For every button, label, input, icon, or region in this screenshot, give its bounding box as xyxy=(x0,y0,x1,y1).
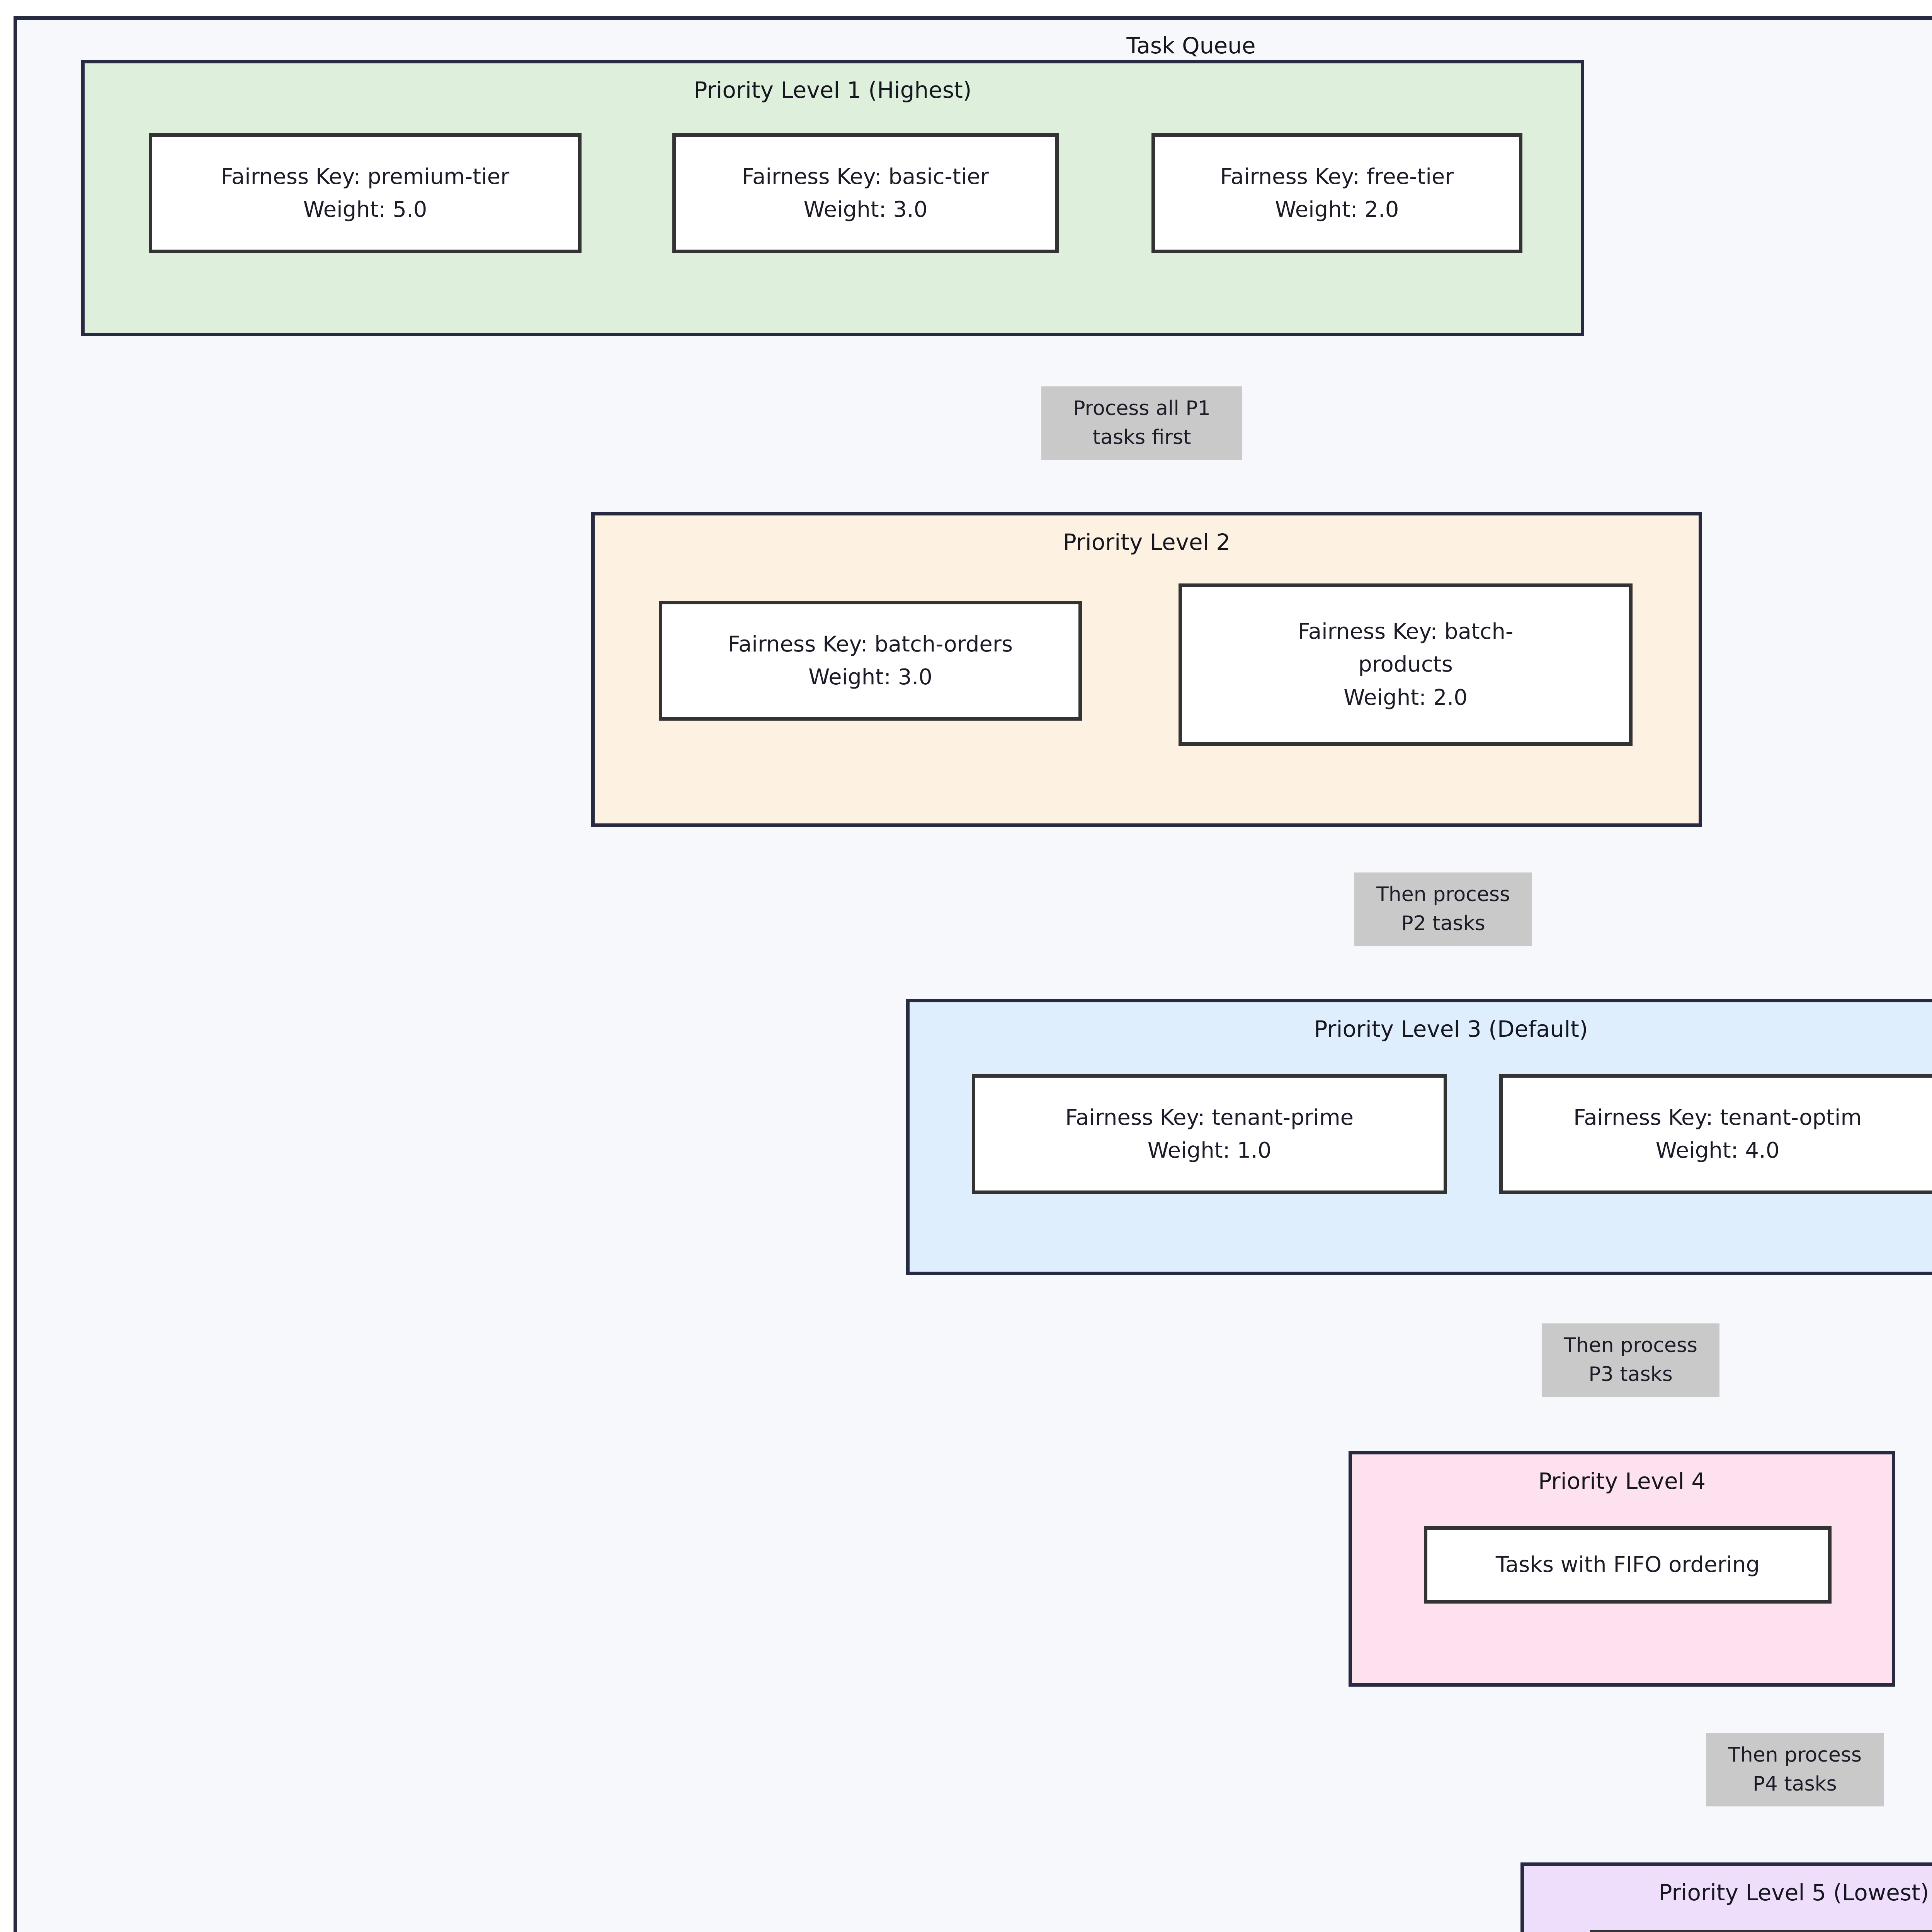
cluster-label-priority-level-2: Priority Level 2 xyxy=(1063,529,1231,555)
task-node-label: Tasks with FIFO ordering xyxy=(1495,1552,1760,1578)
cluster-label-priority-level-3: Priority Level 3 (Default) xyxy=(1314,1016,1588,1042)
fairness-key-label: Fairness Key: tenant-prime xyxy=(1065,1105,1354,1130)
fairness-key-label: Fairness Key: free-tier xyxy=(1220,164,1454,189)
fairness-node-free-tier[interactable]: Fairness Key: free-tier Weight: 2.0 xyxy=(1151,133,1523,253)
task-node-p4-fifo[interactable]: Tasks with FIFO ordering xyxy=(1424,1526,1832,1604)
cluster-priority-level-5: Priority Level 5 (Lowest) xyxy=(1520,1862,1932,1932)
task-node-p5-fifo[interactable]: Tasks with FIFO ordering xyxy=(1590,1930,1932,1932)
fairness-key-label: Fairness Key: basic-tier xyxy=(742,164,989,189)
fairness-key-label: Fairness Key: batch- xyxy=(1298,619,1514,645)
edge-label-line-1: Then process xyxy=(1728,1743,1862,1767)
edge-label-line-1: Then process xyxy=(1376,883,1510,906)
edge-label-line-2: P2 tasks xyxy=(1401,912,1485,935)
fairness-weight-label: Weight: 1.0 xyxy=(1147,1138,1272,1163)
edge-label-line-1: Process all P1 xyxy=(1073,396,1211,420)
edge-label-line-1: Then process xyxy=(1563,1333,1698,1357)
fairness-key-label: Fairness Key: batch-orders xyxy=(728,631,1013,657)
fairness-key-label-2: products xyxy=(1358,652,1453,677)
edge-label-line-2: tasks first xyxy=(1092,426,1191,449)
fairness-node-batch-orders[interactable]: Fairness Key: batch-orders Weight: 3.0 xyxy=(659,601,1082,721)
edge-label-line-2: P4 tasks xyxy=(1753,1772,1837,1796)
fairness-node-premium-tier[interactable]: Fairness Key: premium-tier Weight: 5.0 xyxy=(149,133,582,253)
cluster-label-priority-level-4: Priority Level 4 xyxy=(1538,1468,1706,1494)
fairness-key-label: Fairness Key: tenant-optim xyxy=(1573,1105,1862,1130)
cluster-label-task-queue: Task Queue xyxy=(1126,32,1256,59)
fairness-key-label: Fairness Key: premium-tier xyxy=(221,164,510,189)
fairness-node-tenant-optim[interactable]: Fairness Key: tenant-optim Weight: 4.0 xyxy=(1499,1074,1932,1194)
fairness-weight-label: Weight: 3.0 xyxy=(803,197,928,222)
cluster-label-priority-level-1: Priority Level 1 (Highest) xyxy=(694,77,972,103)
edge-label-p2-p3: Then process P2 tasks xyxy=(1354,872,1532,946)
cluster-label-priority-level-5: Priority Level 5 (Lowest) xyxy=(1658,1879,1929,1906)
fairness-node-basic-tier[interactable]: Fairness Key: basic-tier Weight: 3.0 xyxy=(672,133,1059,253)
fairness-weight-label: Weight: 3.0 xyxy=(808,665,932,690)
edge-label-p1-p2: Process all P1 tasks first xyxy=(1041,386,1242,460)
edge-label-p3-p4: Then process P3 tasks xyxy=(1542,1323,1719,1397)
fairness-weight-label: Weight: 4.0 xyxy=(1655,1138,1780,1163)
edge-label-line-2: P3 tasks xyxy=(1588,1363,1673,1386)
fairness-weight-label: Weight: 5.0 xyxy=(303,197,427,222)
edge-label-p4-p5: Then process P4 tasks xyxy=(1706,1733,1884,1806)
fairness-node-batch-products[interactable]: Fairness Key: batch- products Weight: 2.… xyxy=(1179,583,1633,746)
fairness-weight-label: Weight: 2.0 xyxy=(1275,197,1399,222)
fairness-weight-label: Weight: 2.0 xyxy=(1344,685,1468,710)
fairness-node-tenant-prime[interactable]: Fairness Key: tenant-prime Weight: 1.0 xyxy=(972,1074,1447,1194)
